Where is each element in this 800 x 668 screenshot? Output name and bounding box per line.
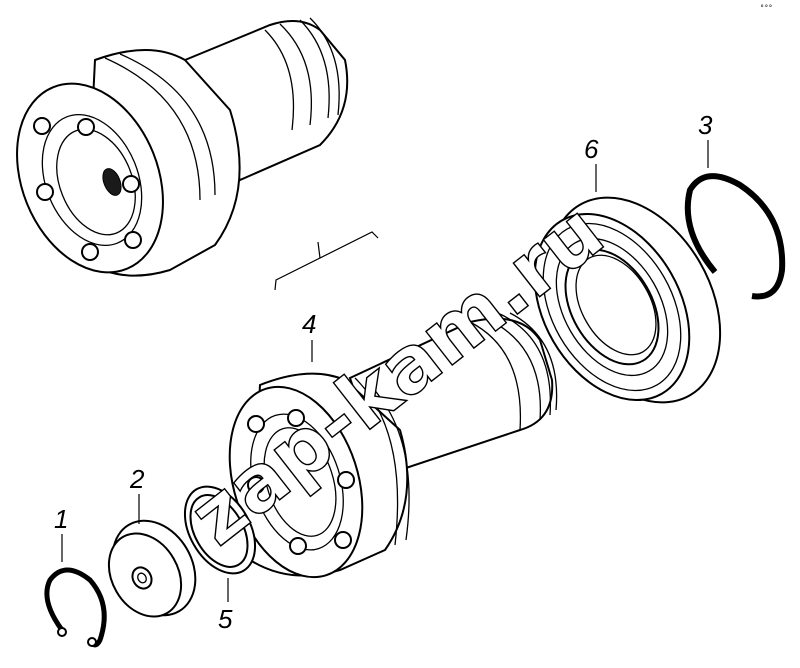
- callout-label: 2: [129, 464, 145, 494]
- part-3-snap-ring: [684, 173, 786, 300]
- callout-label: 3: [698, 110, 713, 140]
- callout-3: 3: [698, 110, 713, 168]
- callout-6: 6: [584, 134, 599, 192]
- part-6-bearing: [533, 196, 722, 404]
- callout-label: 5: [218, 604, 233, 634]
- callout-label: 6: [584, 134, 599, 164]
- part-4-flange-hub: [228, 312, 558, 579]
- callout-2: 2: [129, 464, 145, 524]
- callout-label: 4: [302, 309, 316, 339]
- callout-4: 4: [302, 309, 316, 362]
- part-5-ring: [183, 485, 257, 575]
- assembled-hub-top: [16, 17, 349, 277]
- corner-mark: °°°: [760, 4, 773, 12]
- part-2-cover: [107, 519, 197, 618]
- callout-label: 1: [54, 504, 68, 534]
- callout-1: 1: [54, 504, 68, 562]
- callout-5: 5: [218, 578, 233, 634]
- assembly-direction-marker: [274, 231, 379, 291]
- part-1-circlip: [44, 567, 107, 648]
